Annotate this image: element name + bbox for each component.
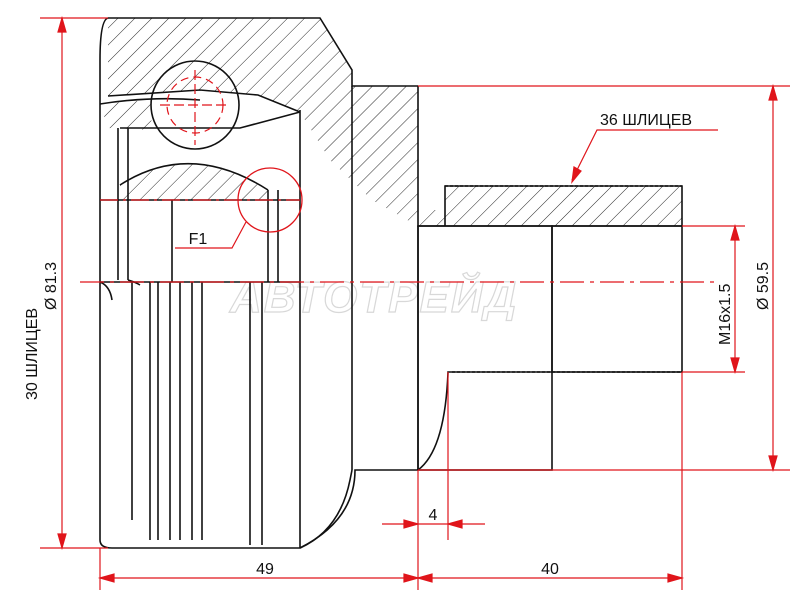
arrow-81-bottom: [57, 533, 67, 551]
f1-detail-circle: [237, 167, 303, 233]
arrow-59-top: [768, 83, 778, 101]
shaft-fillet: [417, 371, 552, 471]
dia-81-label: Ø 81.3: [43, 262, 60, 310]
shaft-core: [417, 225, 553, 471]
thread-section: [551, 225, 683, 373]
center-lines: [80, 70, 720, 283]
dim-40-label: 40: [541, 561, 559, 578]
arrow-40-right: [667, 573, 685, 583]
f1-detail: F1: [175, 167, 303, 249]
arrow-40-left: [415, 573, 433, 583]
arrow-thread-bottom: [730, 357, 740, 375]
cage-line-1: [99, 97, 201, 105]
dim-49-label: 49: [256, 561, 274, 578]
arrow-4-right: [445, 519, 463, 529]
outer-shell-hatch: [108, 18, 682, 226]
splines-36-label: 36 ШЛИЦЕВ: [600, 112, 692, 129]
dim-4-label: 4: [429, 507, 438, 524]
housing-top-edge: [108, 17, 418, 87]
ball-outline: [150, 60, 240, 150]
arrow-thread-top: [730, 223, 740, 241]
arrow-49-right: [403, 573, 421, 583]
hatched-sections: [100, 18, 682, 226]
f1-leader: [175, 221, 247, 249]
splines-30-label: 30 ШЛИЦЕВ: [24, 308, 41, 400]
dia-59-label: Ø 59.5: [755, 262, 772, 310]
f1-label: F1: [189, 231, 208, 248]
splines-36-leader: [571, 129, 718, 181]
arrow-4-left: [403, 519, 421, 529]
splines-36-arrow: [571, 166, 582, 185]
arrow-59-bottom: [768, 455, 778, 473]
cage-top: [107, 89, 301, 113]
arrow-49-left: [97, 573, 115, 583]
inner-race-arc: [119, 162, 269, 191]
watermark-text: АВТОТРЕЙД: [229, 271, 518, 322]
groove-corner: [99, 281, 113, 301]
arrow-81-top: [57, 15, 67, 33]
dimensions: [40, 15, 790, 590]
thread-label: M16x1.5: [717, 284, 734, 345]
bell-curve-bottom: [299, 469, 353, 549]
inner-race-hatch: [120, 163, 268, 200]
cage-hatch: [100, 100, 152, 130]
cage-line-2: [120, 111, 301, 129]
